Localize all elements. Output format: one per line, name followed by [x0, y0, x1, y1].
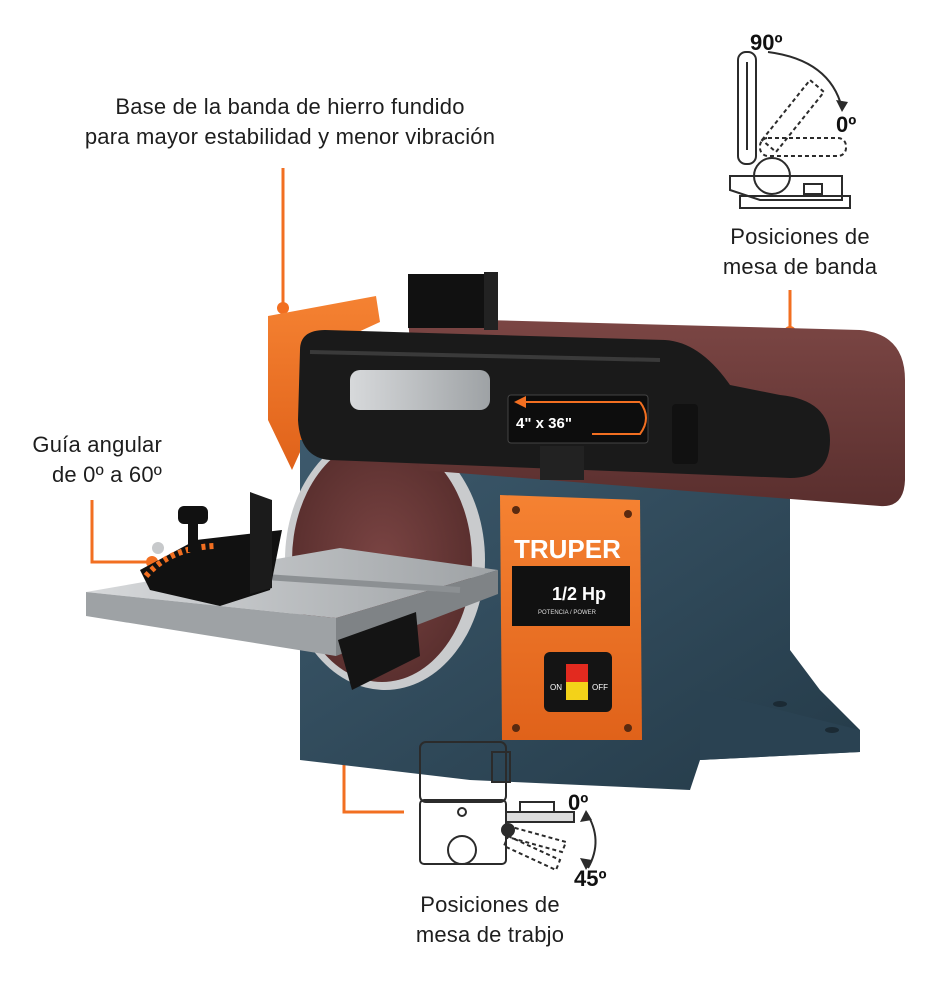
power-plate — [512, 566, 630, 626]
belt-table-tilted — [760, 78, 826, 154]
belt-direction-arrowhead — [514, 396, 526, 408]
belt-angle-0: 0º — [836, 112, 857, 137]
wt-table-tilted — [502, 834, 562, 872]
wt-housing-body — [419, 799, 507, 865]
work-table-callout-line2: mesa de trabjo — [415, 922, 565, 947]
rotation-arc — [767, 51, 843, 109]
belt-table-callout-line1: Posiciones de — [730, 224, 870, 249]
guide-callout-line2: de 0º a 60º — [51, 462, 162, 487]
miter-gauge-body — [140, 530, 282, 606]
miter-lock-stem — [188, 522, 198, 552]
panel-screw-4 — [624, 724, 632, 732]
motor-base — [739, 195, 851, 209]
switch-off-label: OFF — [592, 683, 608, 692]
belt-backstop-side — [484, 272, 498, 330]
base-callout-line2: para mayor estabilidad y menor vibración — [84, 124, 496, 149]
work-table-diagram — [419, 741, 597, 872]
belt-table-horizontal — [759, 137, 847, 157]
mount-hole-1 — [773, 701, 787, 707]
belt-tension-bar — [350, 370, 490, 410]
power-switch-rocker-on[interactable] — [566, 682, 588, 700]
belt-table-diagram — [729, 51, 851, 209]
wt-pivot — [501, 823, 515, 837]
mount-hole-2 — [825, 727, 839, 733]
motor-plate — [803, 183, 823, 195]
belt-housing-highlight — [309, 350, 661, 362]
miter-lock-knob[interactable] — [178, 506, 208, 524]
belt-angle-90: 90º — [750, 30, 783, 55]
work-angle-0: 0º — [568, 790, 589, 815]
work-table-support — [338, 612, 420, 690]
guide-leader-line — [90, 500, 152, 564]
work-angle-45: 45º — [574, 866, 607, 891]
belt-backstop — [408, 274, 488, 328]
power-label-text: POTENCIA / POWER — [538, 610, 597, 616]
guide-callout-line1: Guía angular — [32, 432, 162, 457]
panel-screw-1 — [512, 506, 520, 514]
brand-logo-text: TRUPER — [514, 534, 621, 564]
sander-machine: 4" x 36" TRUPER 1/2 Hp POTENCIA / POWER … — [86, 272, 905, 790]
belt-table-vertical — [737, 51, 757, 165]
guide-callout-text: Guía angular de 0º a 60º — [4, 430, 162, 490]
wt-screw — [457, 807, 467, 817]
miter-gauge-fence — [250, 492, 272, 594]
work-table-top — [86, 548, 498, 618]
work-table-callout-text: Posiciones de mesa de trabjo — [390, 890, 590, 950]
work-table-front-edge — [86, 592, 336, 656]
belt-direction-arrow — [522, 401, 647, 435]
base-leader-dot — [277, 302, 289, 314]
base-callout-text: Base de la banda de hierro fundido para … — [70, 92, 510, 152]
power-switch-rocker-off[interactable] — [566, 664, 588, 682]
switch-on-label: ON — [550, 683, 562, 692]
wt-housing-top — [419, 741, 507, 803]
motor-housing — [729, 175, 843, 201]
motor-circle — [753, 157, 791, 195]
wt-table-flat — [505, 811, 575, 823]
belt-clamp — [540, 446, 584, 480]
belt-table-callout-text: Posiciones de mesa de banda — [700, 222, 900, 282]
work-table-callout-line1: Posiciones de — [420, 892, 560, 917]
wt-motor — [447, 835, 477, 865]
panel-screw-2 — [624, 510, 632, 518]
base-foot-right — [700, 690, 860, 760]
miter-gauge-bolt — [152, 542, 164, 554]
wt-fence — [519, 801, 555, 813]
orange-back-guard — [268, 296, 380, 470]
tracking-knob — [672, 404, 698, 464]
panel-screw-3 — [512, 724, 520, 732]
belt-size-plate — [507, 394, 649, 444]
power-value-text: 1/2 Hp — [552, 584, 606, 604]
belt-table-callout-line2: mesa de banda — [722, 254, 878, 279]
wt-side — [491, 751, 511, 783]
belt-size-text: 4" x 36" — [516, 415, 572, 432]
base-callout-line1: Base de la banda de hierro fundido — [115, 94, 465, 119]
